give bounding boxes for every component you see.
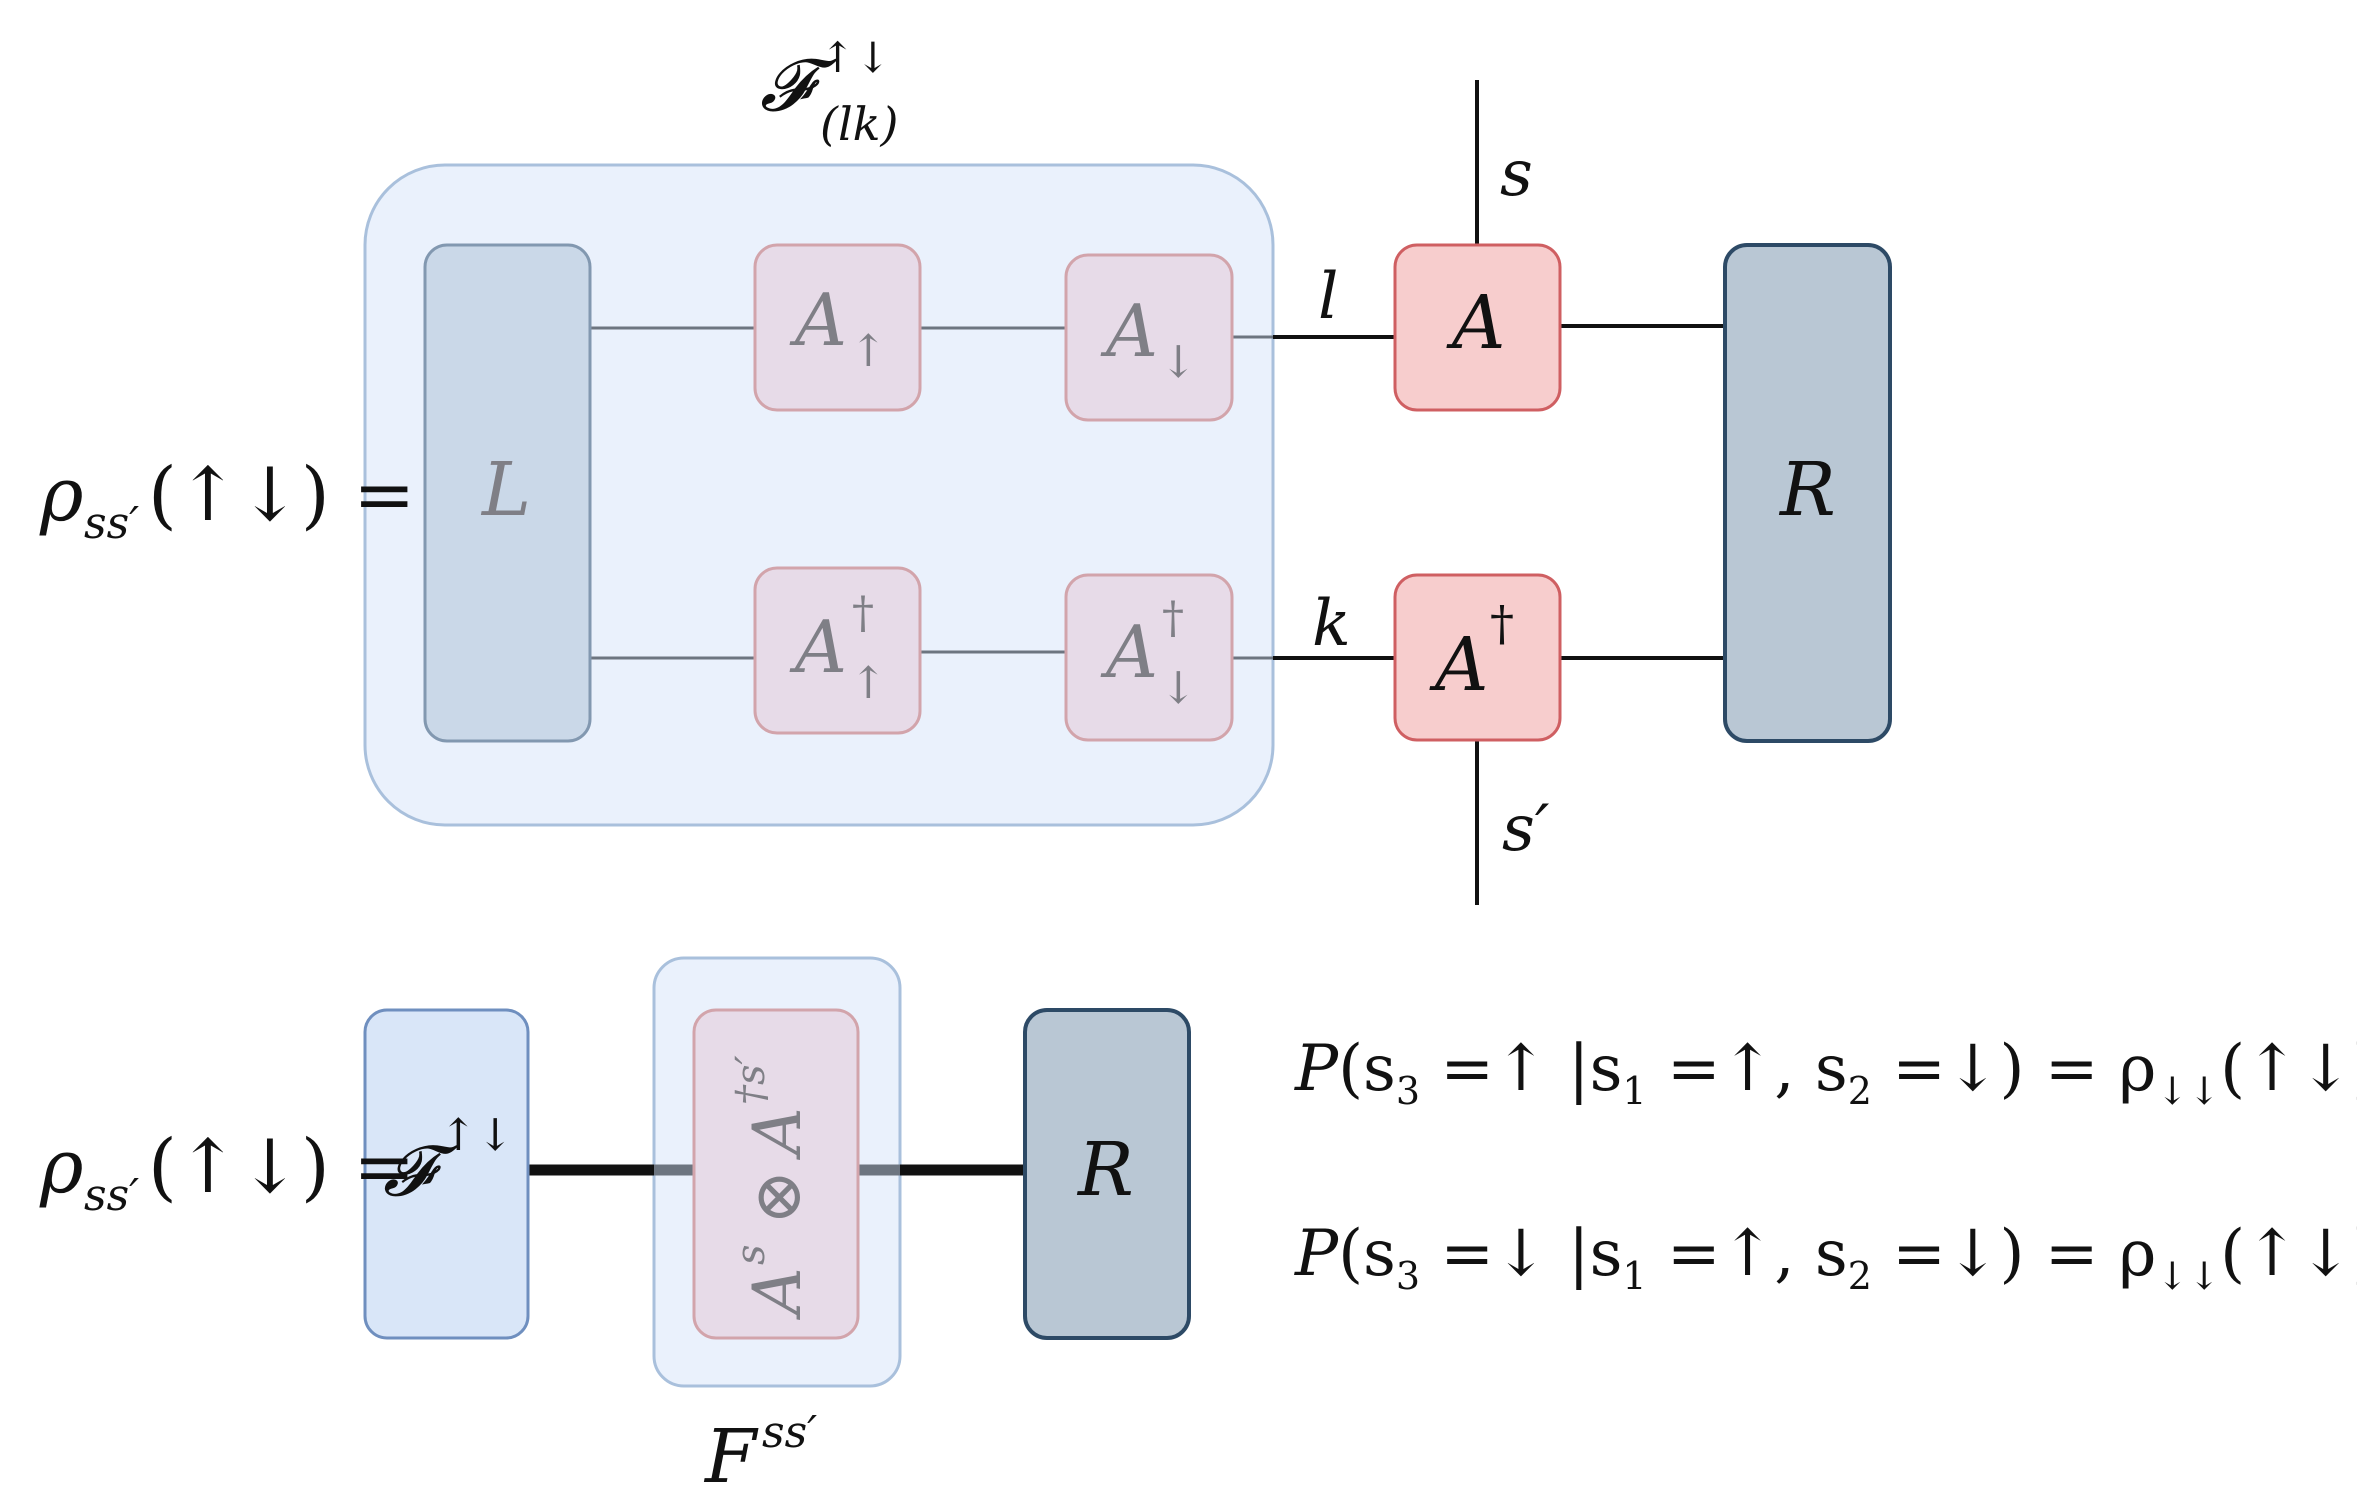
tensor-product-label: A s ⊗ A †s′ — [728, 1055, 816, 1321]
A-up-tensor — [753, 243, 922, 412]
F-lk-group-label: 𝓕 ↑↓ (lk) — [760, 33, 898, 151]
equation-2: P(s3 =↓ |s1 =↑, s2 =↓) = ρ↓↓(↑↓) — [1294, 1217, 2357, 1298]
tensor-product-block — [692, 1008, 860, 1340]
equation-1: P(s3 =↑ |s1 =↑, s2 =↓) = ρ↓↓(↑↓) — [1294, 1032, 2357, 1113]
svg-text:A: A — [739, 1107, 816, 1161]
bottom-R-label: R — [1076, 1127, 1134, 1213]
R-tensor — [1723, 243, 1892, 743]
index-s: s — [1500, 137, 1533, 211]
svg-text:(lk): (lk) — [820, 97, 898, 151]
index-k: k — [1312, 587, 1351, 661]
svg-text:A: A — [789, 605, 847, 689]
F-ss-group-label: F ss′ — [703, 1407, 817, 1500]
svg-text:↑: ↑ — [850, 326, 887, 377]
svg-text:↑↓: ↑↓ — [820, 33, 890, 82]
L-label: L — [480, 447, 531, 533]
F-lk-group-box — [363, 163, 1275, 827]
A-label: A — [1446, 280, 1505, 366]
A-down-dagger-tensor — [1064, 573, 1234, 742]
svg-text:(↑↓) =: (↑↓) = — [148, 452, 415, 538]
R-label: R — [1778, 447, 1836, 533]
svg-text:†: † — [1490, 596, 1514, 652]
bottom-R-tensor — [1023, 1008, 1191, 1340]
svg-text:ss′: ss′ — [84, 1170, 139, 1221]
bottom-lhs-rho: ρ ss′ (↑↓) = — [39, 1124, 415, 1221]
svg-text:F: F — [703, 1414, 759, 1500]
index-s-prime: s′ — [1502, 792, 1550, 866]
svg-text:A: A — [1100, 610, 1158, 694]
F-updown-tensor — [363, 1008, 530, 1340]
A-up-dagger-tensor — [753, 566, 922, 735]
L-tensor — [423, 243, 592, 743]
svg-text:↓: ↓ — [1160, 337, 1197, 388]
svg-text:↓: ↓ — [1160, 663, 1197, 714]
svg-text:↑↓: ↑↓ — [440, 1110, 514, 1161]
svg-text:A: A — [1100, 289, 1158, 373]
svg-text:P(s3 =↑ |s1 =↑, s2 =↓) = ρ↓↓(↑: P(s3 =↑ |s1 =↑, s2 =↓) = ρ↓↓(↑↓) — [1294, 1032, 2357, 1113]
svg-text:A: A — [1429, 622, 1488, 708]
svg-text:(↑↓) =: (↑↓) = — [148, 1124, 415, 1210]
svg-text:ss′: ss′ — [84, 498, 139, 549]
index-l: l — [1318, 260, 1338, 334]
svg-text:†: † — [1162, 593, 1184, 644]
svg-text:⊗: ⊗ — [739, 1170, 816, 1225]
A-tensor — [1393, 243, 1562, 412]
svg-text:s: s — [728, 1244, 774, 1265]
svg-text:ss′: ss′ — [762, 1407, 817, 1458]
svg-text:↑: ↑ — [850, 658, 887, 709]
svg-text:†: † — [852, 588, 874, 639]
A-up-label: A ↑ — [789, 278, 887, 377]
A-down-tensor — [1064, 253, 1234, 422]
inner-bonds — [590, 326, 1273, 660]
A-dagger-tensor — [1393, 573, 1562, 742]
svg-text:†s′: †s′ — [728, 1055, 774, 1105]
svg-text:P(s3 =↓ |s1 =↑, s2 =↓) = ρ↓↓(↑: P(s3 =↓ |s1 =↑, s2 =↓) = ρ↓↓(↑↓) — [1294, 1217, 2357, 1298]
svg-text:ρ: ρ — [39, 452, 84, 538]
A-down-dagger-label: A † ↓ — [1100, 593, 1197, 714]
A-down-label: A ↓ — [1100, 289, 1197, 388]
outer-bonds — [1273, 80, 1725, 905]
svg-text:ρ: ρ — [39, 1124, 84, 1210]
svg-text:A: A — [739, 1267, 816, 1321]
top-lhs-rho: ρ ss′ (↑↓) = — [39, 452, 415, 549]
A-dagger-label: A † — [1429, 596, 1514, 708]
svg-text:A: A — [789, 278, 847, 362]
A-up-dagger-label: A † ↑ — [789, 588, 887, 709]
